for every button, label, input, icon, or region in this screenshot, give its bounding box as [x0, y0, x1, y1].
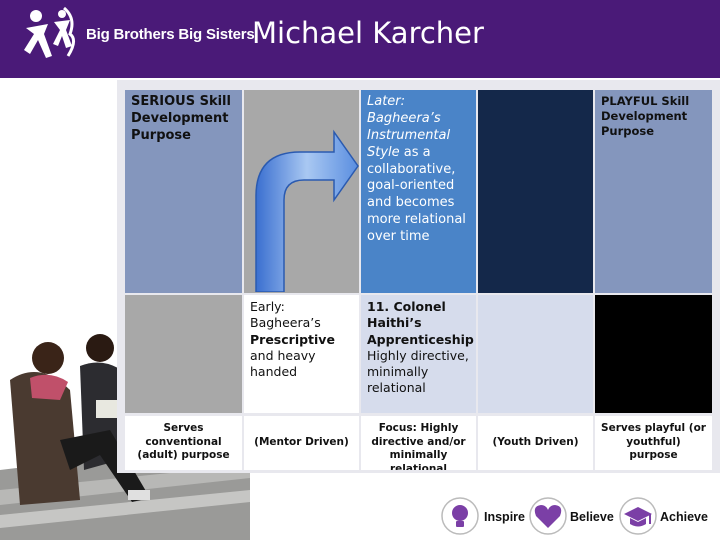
foot-conventional-text: Serves conventional (adult) purpose: [137, 422, 230, 462]
early-bold-text: Prescriptive: [250, 331, 335, 347]
later-italic-text: Later: Bagheera’s Instrumental Style: [367, 94, 451, 160]
cell-foot-playful: Serves playful (or youthful) purpose: [595, 416, 712, 470]
cell-foot-focus: Focus: Highly directive and/or minimally…: [361, 416, 476, 470]
inspire-label: Inspire: [484, 510, 525, 524]
header-bar: Big Brothers Big Sisters Michael Karcher: [0, 0, 720, 78]
foot-mentor-text: (Mentor Driven): [254, 436, 349, 448]
cell-light: [478, 295, 593, 413]
achieve-label: Achieve: [660, 510, 708, 524]
page-title: Michael Karcher: [252, 16, 484, 50]
foot-youth-text: (Youth Driven): [492, 436, 579, 448]
later-rest-text: as a collaborative, goal-oriented and be…: [367, 144, 466, 245]
cell-foot-mentor: (Mentor Driven): [244, 416, 359, 470]
foot-focus-rest-text: Highly directive and/or minimally relati…: [371, 422, 466, 470]
foot-focus-bold-text: Focus:: [378, 422, 417, 434]
mentoring-style-grid: SERIOUS Skill Development Purpose Later:…: [117, 80, 720, 473]
cell-later: Later: Bagheera’s Instrumental Style as …: [361, 90, 476, 293]
cell-gray: [125, 295, 242, 413]
serious-text: SERIOUS Skill Development Purpose: [131, 94, 231, 143]
early-rest-text: and heavy handed: [250, 347, 316, 379]
cell-early: Early: Bagheera’s Prescriptive and heavy…: [244, 295, 359, 413]
cell-serious: SERIOUS Skill Development Purpose: [125, 90, 242, 293]
footer-icons: [441, 497, 657, 535]
foot-playful-text: Serves playful (or youthful) purpose: [601, 422, 706, 462]
early-prefix-text: Early: Bagheera’s: [250, 299, 321, 331]
graduation-cap-icon: [619, 497, 657, 535]
playful-text: PLAYFUL Skill Development Purpose: [601, 94, 690, 138]
colonel-bold-text: 11. Colonel Haithi’s Apprenticeship: [367, 299, 474, 347]
cell-foot-youth: (Youth Driven): [478, 416, 593, 470]
lightbulb-icon: [441, 497, 479, 535]
believe-label: Believe: [570, 510, 614, 524]
heart-icon: [529, 497, 567, 535]
cell-playful: PLAYFUL Skill Development Purpose: [595, 90, 712, 293]
cell-foot-conventional: Serves conventional (adult) purpose: [125, 416, 242, 470]
brand-name: Big Brothers Big Sisters: [86, 26, 255, 43]
colonel-rest-text: Highly directive, minimally relational: [367, 347, 469, 396]
bbbs-logo-icon: [24, 6, 75, 58]
cell-dark-navy: [478, 90, 593, 293]
curved-arrow-icon: [255, 129, 359, 292]
cell-colonel: 11. Colonel Haithi’s Apprenticeship High…: [361, 295, 476, 413]
cell-black: [595, 295, 712, 413]
